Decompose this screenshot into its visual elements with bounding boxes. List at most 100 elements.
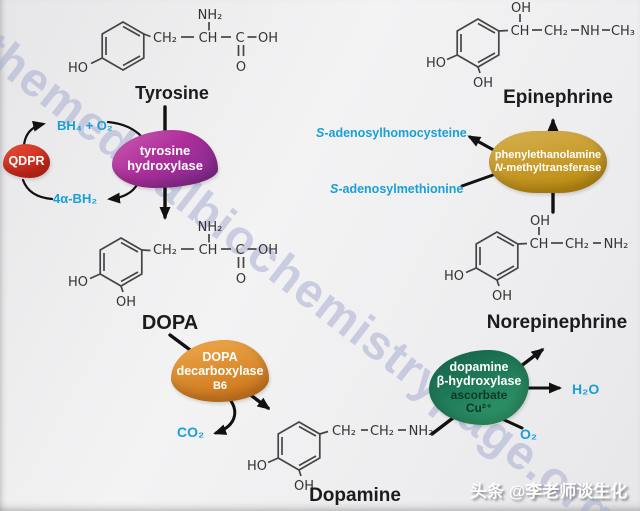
atom-ch: CH (511, 24, 530, 39)
enzyme-cofactor-b6: B6 (212, 379, 228, 392)
tyrosine-hydroxylase-enzyme: tyrosine hydroxylase (112, 130, 218, 188)
atom-ch: CH (530, 237, 549, 252)
norepinephrine-bonds (465, 227, 601, 287)
arrow-th-to-bh2 (107, 181, 140, 204)
atom-oh-top: OH (530, 214, 550, 229)
benzene-ring (475, 231, 519, 281)
atom-nh2: NH₂ (604, 237, 629, 252)
cofactor-co2: CO₂ (177, 424, 205, 440)
italic-s: S (316, 126, 325, 140)
ring-double-bonds (460, 22, 496, 64)
atom-nh2: NH₂ (409, 424, 434, 439)
atom-oh: OH (473, 76, 493, 91)
dopamine-structure: HO OH CH₂ CH₂ NH₂ (247, 421, 433, 494)
atom-oh: OH (258, 31, 278, 46)
ring-double-bonds (479, 235, 515, 277)
atom-ch2: CH₂ (544, 24, 568, 39)
norepinephrine-atoms: HO OH OH CH CH₂ NH₂ (444, 214, 628, 304)
dopamine-bonds (267, 429, 406, 477)
enzyme-name-line: tyrosine (139, 143, 191, 159)
toutiao-caption: 头条 @李老师谈生化 (470, 482, 628, 501)
enzyme-name-line: QDPR (8, 153, 45, 168)
enzyme-name-line: β-hydroxylase (436, 374, 522, 389)
atom-ch2: CH₂ (153, 31, 177, 46)
atom-oh: OH (116, 295, 136, 310)
enzyme-name-line: phenylethanolamine (494, 149, 602, 162)
atom-ho: HO (426, 56, 446, 71)
dopamine-atoms: HO OH CH₂ CH₂ NH₂ (247, 424, 433, 494)
benzene-ring (99, 237, 143, 287)
atom-ho: HO (247, 459, 267, 474)
enzyme-name-line: decarboxylase (176, 364, 264, 379)
ring-double-bonds (105, 25, 141, 67)
qdpr-enzyme: QDPR (3, 144, 50, 178)
benzene-ring (456, 18, 500, 68)
tyrosine-atoms: HO CH₂ CH C OH NH₂ O (68, 8, 278, 76)
cofactor-h2o: H₂O (572, 381, 600, 397)
dopa-decarboxylase-enzyme: DOPA decarboxylase B6 (171, 340, 269, 402)
atom-ch2: CH₂ (565, 237, 589, 252)
line-bh4-to-th (106, 120, 143, 138)
atom-c: C (235, 31, 244, 46)
atom-oh: OH (492, 289, 512, 304)
epinephrine-bonds (446, 14, 610, 74)
enzyme-name-line: hydroxylase (127, 158, 203, 173)
cofactor-sah: S-adenosylhomocysteine (316, 126, 467, 140)
atom-ho: HO (68, 61, 88, 76)
dopa-atoms: HO OH CH₂ CH C OH NH₂ O (68, 220, 278, 310)
sam-rest: -adenosylmethionine (338, 182, 464, 196)
atom-oh2: OH (258, 243, 278, 258)
atom-ch: CH (199, 243, 218, 258)
enzyme-cofactor-copper: Cu²⁺ (465, 400, 493, 415)
ring-double-bonds (103, 241, 139, 283)
norepinephrine-structure: HO OH OH CH CH₂ NH₂ (444, 214, 628, 304)
epinephrine-structure: HO OH OH CH CH₂ NH CH₃ (426, 1, 635, 91)
cofactor-bh2: 4α-BH₂ (53, 191, 98, 206)
enzyme-name-rest: -methyltransferase (502, 162, 602, 174)
label-epinephrine: Epinephrine (503, 87, 613, 108)
ring-double-bonds (281, 425, 317, 467)
enzyme-name-line: DOPA (202, 349, 238, 364)
label-dopamine: Dopamine (309, 485, 401, 506)
tyrosine-structure: HO CH₂ CH C OH NH₂ O (68, 8, 278, 76)
atom-nh2: NH₂ (198, 8, 223, 23)
label-norepinephrine: Norepinephrine (486, 312, 628, 333)
atom-o: O (236, 272, 246, 287)
atom-ho: HO (68, 275, 88, 290)
atom-ch2: CH₂ (153, 243, 177, 258)
atom-ho: HO (444, 269, 464, 284)
italic-n: N (494, 162, 503, 174)
label-dopa: DOPA (141, 312, 199, 334)
atom-ch2b: CH₂ (370, 424, 394, 439)
atom-oh: OH (294, 479, 314, 494)
dopamine-beta-hydroxylase-enzyme: dopamine β-hydroxylase ascorbate Cu²⁺ (429, 350, 529, 425)
italic-s: S (330, 182, 339, 196)
sah-rest: -adenosylhomocysteine (324, 126, 467, 140)
line-bh2-to-qdpr (21, 178, 54, 201)
pnmt-enzyme: phenylethanolamine N-methyltransferase (489, 131, 607, 193)
arrow-qdpr-to-bh4 (22, 120, 46, 147)
dopa-bonds (89, 234, 257, 293)
enzyme-name-line: dopamine (449, 359, 509, 374)
atom-nh: NH (580, 24, 600, 39)
enzyme-cofactor-ascorbate: ascorbate (450, 387, 508, 402)
atom-ch: CH (199, 31, 218, 46)
arrow-ddc-to-co2 (213, 395, 237, 435)
atom-nh2: NH₂ (198, 220, 223, 235)
atom-ch2: CH₂ (332, 424, 356, 439)
atom-oh-top: OH (511, 1, 531, 16)
enzyme-name-line: N-methyltransferase (495, 162, 601, 175)
tyrosine-bonds (90, 22, 257, 65)
benzene-ring (277, 421, 321, 471)
cofactor-sam: S-adenosylmethionine (330, 182, 464, 196)
atom-c: C (235, 243, 244, 258)
benzene-ring (101, 21, 145, 71)
atom-o: O (236, 60, 246, 75)
epinephrine-atoms: HO OH OH CH CH₂ NH CH₃ (426, 1, 635, 91)
label-tyrosine: Tyrosine (135, 83, 209, 103)
atom-ch3: CH₃ (611, 24, 635, 39)
cofactor-bh4-o2: BH₄ + O₂ (57, 118, 113, 133)
cofactor-o2: O₂ (520, 426, 538, 442)
